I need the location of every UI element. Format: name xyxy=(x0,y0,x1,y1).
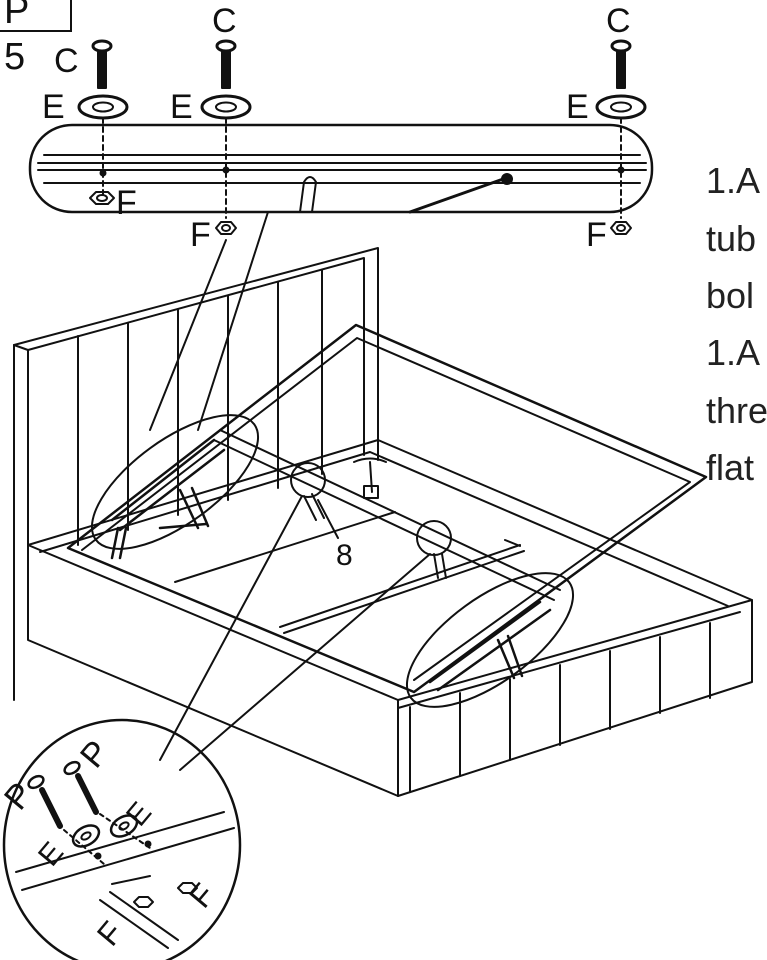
step-label-box: P 5 xyxy=(0,0,72,78)
bolt-assembly-right xyxy=(595,39,647,235)
label-strut-pin: 8 xyxy=(336,539,353,572)
label-bolt-right: C xyxy=(606,2,631,40)
gas-strut-right xyxy=(428,600,552,692)
label-washer-left: E xyxy=(42,88,65,126)
instruction-line-3: bol xyxy=(706,275,755,316)
step-label: P 5 xyxy=(4,0,35,78)
label-bolt-left: C xyxy=(54,42,79,80)
bed-base xyxy=(27,439,753,797)
instruction-line-5: thre xyxy=(706,390,767,431)
label-washer-right: E xyxy=(566,88,589,126)
detail-ellipse-left xyxy=(90,414,260,550)
label-nut-zoom-left: F xyxy=(90,914,130,952)
lift-handle xyxy=(353,457,387,499)
instruction-line-4: 1.A xyxy=(706,332,761,373)
detail-ellipse-right xyxy=(405,572,575,708)
detail-circle-strut-1 xyxy=(290,462,326,498)
bolt-assembly-middle xyxy=(200,39,252,235)
rail-detail xyxy=(28,123,654,214)
label-nut-left: F xyxy=(116,184,137,222)
label-washer-middle: E xyxy=(170,88,193,126)
bolt-assembly-left xyxy=(77,39,129,205)
label-bolt-middle: C xyxy=(212,2,237,40)
label-nut-right: F xyxy=(586,216,607,254)
instruction-line-2: tub xyxy=(706,218,757,259)
strut-pins xyxy=(303,493,447,579)
label-nut-middle: F xyxy=(190,216,211,254)
zoom-detail xyxy=(2,718,242,960)
instruction-line-1: 1.A xyxy=(706,160,761,201)
instruction-line-6: flat xyxy=(706,447,755,488)
headboard xyxy=(13,247,379,701)
label-washer-zoom-left: E xyxy=(32,836,70,873)
label-washer-zoom-right: E xyxy=(120,796,158,833)
lifting-frame xyxy=(66,323,708,694)
